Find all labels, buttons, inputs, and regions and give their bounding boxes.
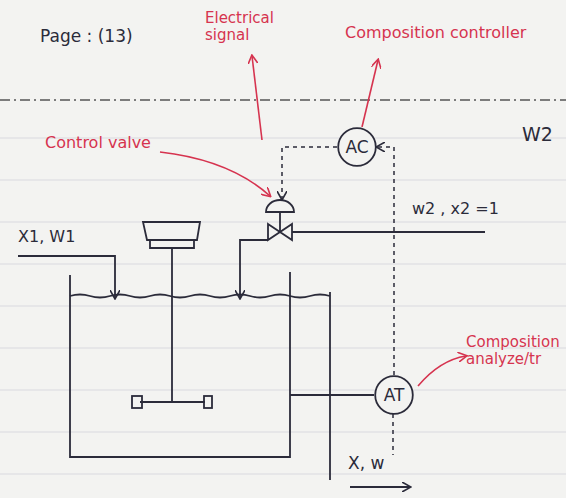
instrument-tag: AT <box>384 385 405 405</box>
stream-label: X1, W1 <box>18 228 75 246</box>
annotation: Composition analyze/tr <box>466 334 562 369</box>
annotation: Control valve <box>45 134 151 152</box>
instrument-bubble: AC <box>337 127 377 167</box>
annotation: Composition controller <box>345 24 526 42</box>
stream-label: X, w <box>348 454 384 474</box>
stream-label: w2 , x2 =1 <box>412 200 499 218</box>
signal-connector <box>377 147 394 375</box>
annotation: Electrical signal <box>205 10 295 45</box>
instrument-tag: AC <box>345 137 368 157</box>
instrument-bubble: AT <box>374 375 414 415</box>
page-number: Page : (13) <box>40 27 133 47</box>
stream-label: W2 <box>522 124 553 146</box>
